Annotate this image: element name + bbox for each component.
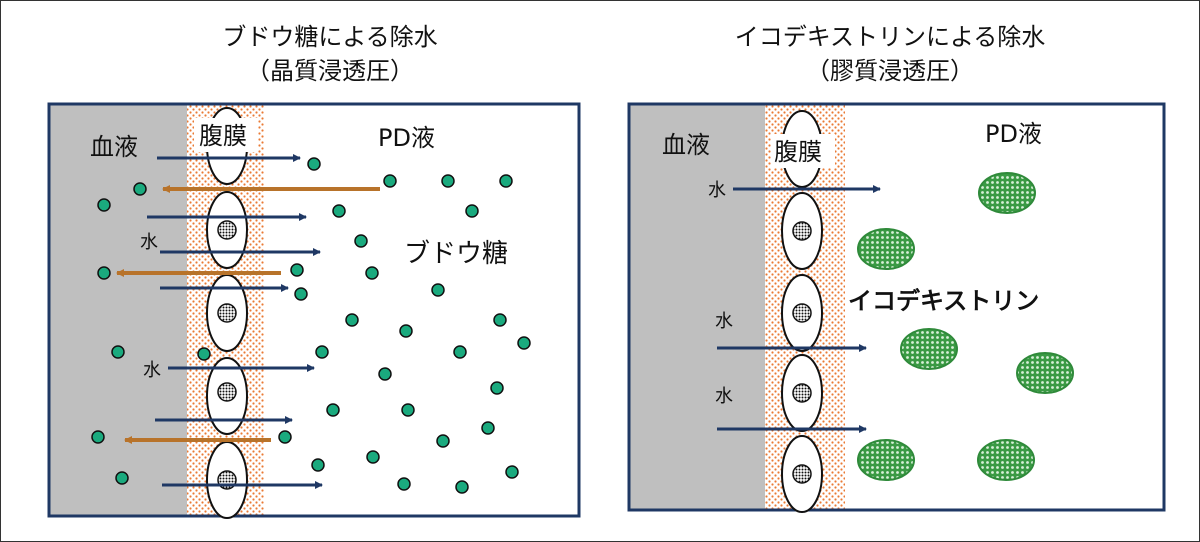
glucose-molecule xyxy=(311,458,325,472)
left-glucose-arrows xyxy=(116,185,380,444)
glucose-molecule xyxy=(197,347,211,361)
right-title: イコデキストリンによる除水 xyxy=(734,23,1046,51)
cell-nucleus xyxy=(217,382,237,402)
glucose-molecule xyxy=(97,266,111,280)
cell-nucleus xyxy=(792,303,812,323)
right-blood-label: 血液 xyxy=(662,131,710,159)
icodextrin-molecule xyxy=(857,228,915,270)
right-blood-region xyxy=(629,104,765,510)
left-blood-region xyxy=(49,104,187,516)
left-title: ブドウ糖による除水 xyxy=(222,23,438,51)
left-pd-label: PD液 xyxy=(378,124,435,152)
left-blood-label: 血液 xyxy=(90,133,138,161)
right-water-label: 水 xyxy=(708,180,726,201)
glucose-molecule xyxy=(366,450,380,464)
right-water-label: 水 xyxy=(715,386,733,407)
glucose-molecule xyxy=(399,324,413,338)
glucose-molecule xyxy=(441,174,455,188)
glucose-molecule xyxy=(493,313,507,327)
left-membrane-label-bg xyxy=(194,118,258,152)
cell-nucleus xyxy=(792,221,812,241)
glucose-molecule xyxy=(111,345,125,359)
glucose-molecule xyxy=(115,471,129,485)
glucose-molecule xyxy=(345,313,359,327)
glucose-molecule xyxy=(332,204,346,218)
glucose-molecule xyxy=(133,182,147,196)
right-panel-border xyxy=(627,102,1166,512)
glucose-molecule xyxy=(499,174,513,188)
icodextrin-molecule xyxy=(857,439,915,481)
right-subtitle: （膠質浸透圧） xyxy=(806,57,974,85)
cell-nucleus xyxy=(792,464,812,484)
left-water-label: 水 xyxy=(140,232,158,253)
right-pd-label: PD液 xyxy=(985,120,1042,148)
glucose-molecule xyxy=(401,403,415,417)
right-membrane-label-bg xyxy=(771,134,835,168)
glucose-molecule xyxy=(290,263,304,277)
glucose-molecule xyxy=(307,157,321,171)
glucose-molecule xyxy=(397,477,411,491)
left-panel: 血液 腹膜 PD液 ブドウ糖 水 水 xyxy=(47,102,581,519)
glucose-molecule xyxy=(383,174,397,188)
left-glucose-molecules xyxy=(91,157,531,494)
glucose-molecule xyxy=(453,345,467,359)
glucose-molecule xyxy=(517,336,531,350)
glucose-molecule xyxy=(294,287,308,301)
icodextrin-molecule xyxy=(900,328,958,370)
glucose-molecule xyxy=(278,430,292,444)
cell-nucleus xyxy=(217,303,237,323)
icodextrin-molecule xyxy=(978,172,1036,214)
left-panel-border xyxy=(47,102,581,518)
icodextrin-molecule xyxy=(977,439,1035,481)
cell-nucleus xyxy=(792,383,812,403)
icodextrin-molecule xyxy=(1016,352,1074,394)
glucose-molecule xyxy=(91,430,105,444)
right-icodextrin-molecules xyxy=(857,172,1074,481)
glucose-molecule xyxy=(315,345,329,359)
glucose-molecule xyxy=(436,434,450,448)
left-subtitle: （晶質浸透圧） xyxy=(246,57,414,85)
right-panel: 血液 腹膜 PD液 イコデキストリン 水 水 水 xyxy=(627,102,1166,513)
glucose-molecule xyxy=(481,421,495,435)
glucose-molecule xyxy=(505,465,519,479)
right-water-label: 水 xyxy=(715,311,733,332)
glucose-molecule xyxy=(431,283,445,297)
glucose-molecule xyxy=(354,234,368,248)
left-cells xyxy=(206,107,248,519)
left-membrane-label: 腹膜 xyxy=(199,122,247,150)
right-water-arrows xyxy=(717,185,881,433)
left-water-arrows xyxy=(147,154,323,489)
right-membrane-label: 腹膜 xyxy=(774,138,822,166)
right-cells xyxy=(781,110,823,513)
right-solute-label: イコデキストリン xyxy=(848,287,1039,315)
glucose-molecule xyxy=(455,480,469,494)
cell-nucleus xyxy=(217,220,237,240)
glucose-molecule xyxy=(97,198,111,212)
glucose-molecule xyxy=(490,381,504,395)
glucose-molecule xyxy=(465,204,479,218)
left-solute-label: ブドウ糖 xyxy=(404,239,508,269)
glucose-molecule xyxy=(365,266,379,280)
left-water-label: 水 xyxy=(143,360,161,381)
glucose-molecule xyxy=(378,367,392,381)
glucose-molecule xyxy=(326,403,340,417)
